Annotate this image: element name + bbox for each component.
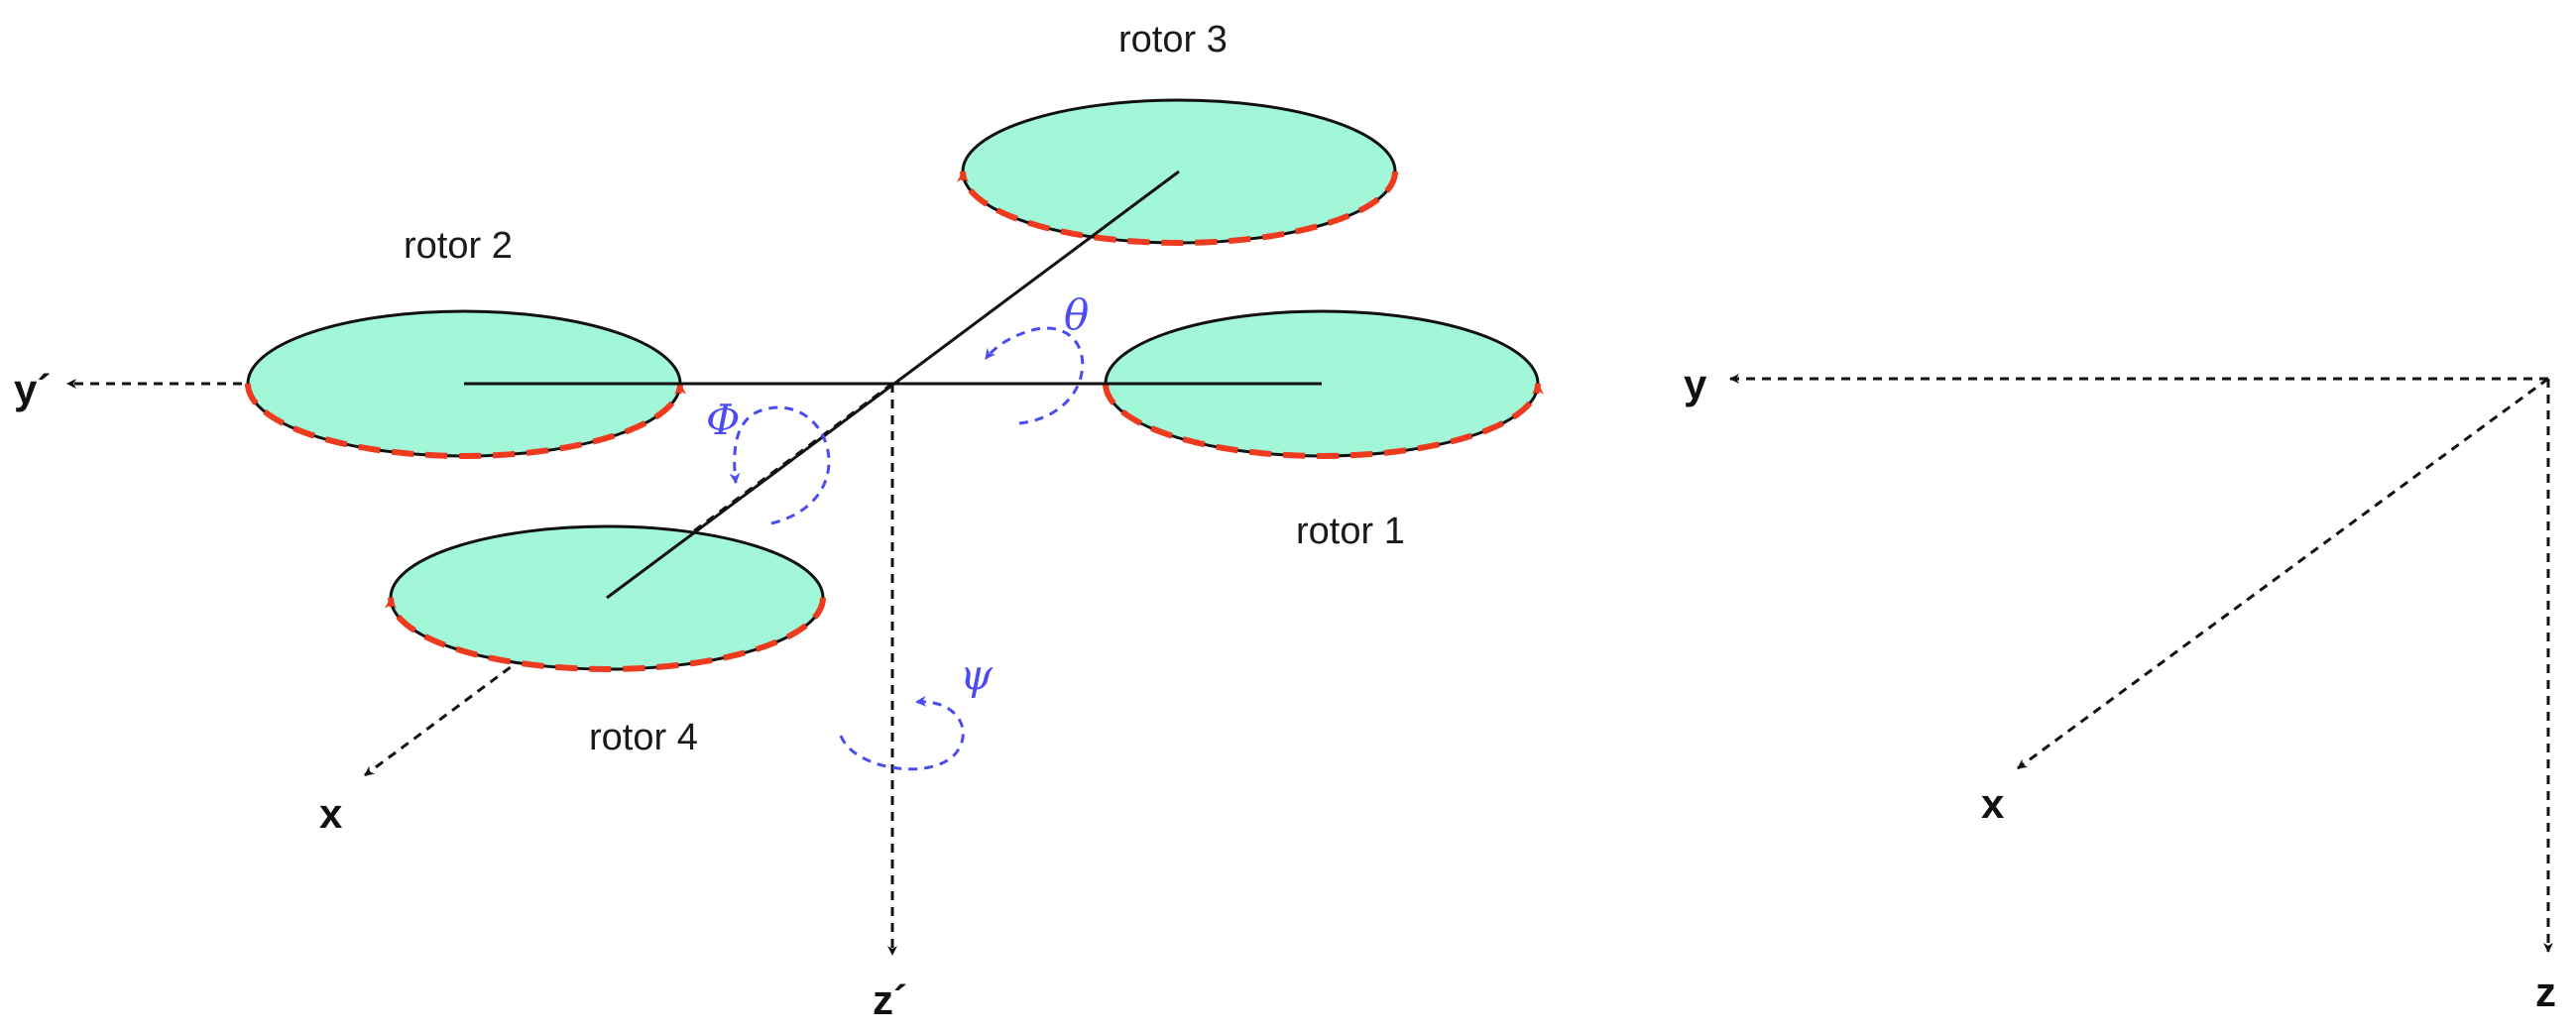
frame-arm-longitudinal <box>606 170 1180 600</box>
rotor-2-label: rotor 2 <box>404 225 513 267</box>
pitch-rotation-arrow <box>984 326 1085 425</box>
rotor-4-label: rotor 4 <box>589 717 698 758</box>
body-frame-axes <box>66 379 897 956</box>
body-z-axis-label: z´ <box>873 977 907 1023</box>
quadrotor-frame <box>464 170 1322 600</box>
yaw-symbol: ψ <box>960 650 994 699</box>
pitch-indicator: θ <box>984 290 1089 425</box>
rotor-3-rotation-arrow <box>957 170 1398 246</box>
rotor-2-rotation-arrow <box>245 382 686 459</box>
rotor-1-rotation-arrow <box>1103 382 1544 459</box>
rotor-4-rotation-arrow <box>385 596 826 672</box>
inertial-z-axis-label: z <box>2535 969 2556 1015</box>
yaw-indicator: ψ <box>839 650 994 771</box>
body-y-axis-label: y´ <box>14 366 51 412</box>
roll-indicator: Φ <box>706 396 831 525</box>
inertial-x-axis <box>2017 377 2549 770</box>
pitch-symbol: θ <box>1064 290 1089 339</box>
inertial-x-axis-label: x <box>1981 780 2005 827</box>
rotor-1-label: rotor 1 <box>1296 511 1405 552</box>
body-x-axis <box>364 382 893 777</box>
rotor-3-label: rotor 3 <box>1118 19 1228 60</box>
inertial-frame-axes <box>1729 374 2553 953</box>
body-x-axis-label: x <box>319 790 343 837</box>
roll-symbol: Φ <box>706 396 740 444</box>
roll-rotation-arrow <box>729 405 831 525</box>
inertial-y-axis-label: y <box>1684 361 1707 407</box>
yaw-rotation-arrow <box>839 695 965 771</box>
